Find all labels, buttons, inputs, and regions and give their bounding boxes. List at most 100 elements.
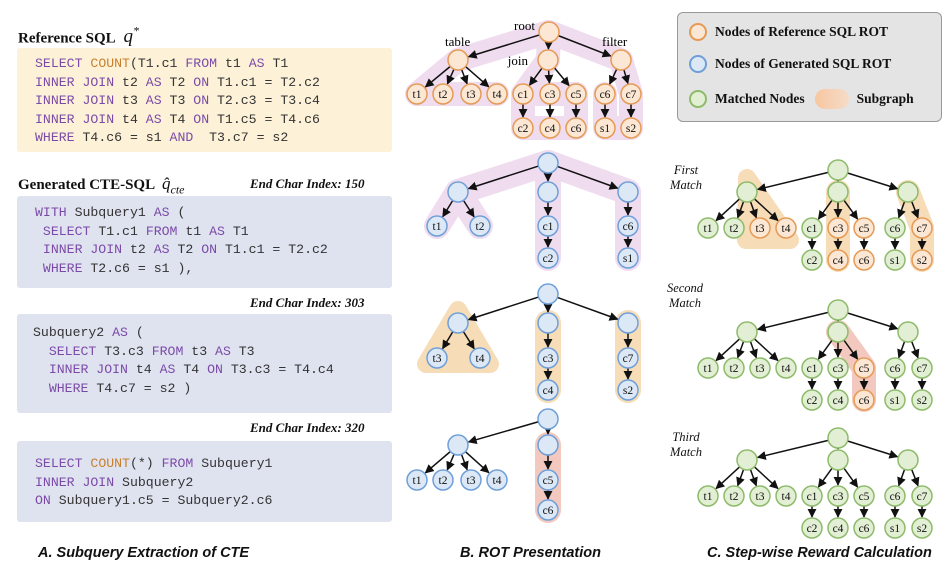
code-line: INNER JOIN t2 AS T2 ON T1.c1 = T2.c2 [35, 242, 328, 257]
code-line: SELECT COUNT(*) FROM Subquery1 [35, 456, 273, 471]
c-second-match-c1 [801, 357, 823, 379]
b-sq2-c4 [537, 379, 559, 401]
c-third-match-t1 [697, 485, 719, 507]
filter-label: filter [602, 34, 628, 49]
c-third-match-s2-label: s2 [917, 523, 927, 535]
c-third-match-edge-join [817, 467, 833, 488]
c-second-match-t4-label: t4 [782, 363, 791, 375]
c-third-match-c5-label: c5 [859, 491, 870, 503]
c-first-match-edge-table [749, 201, 758, 219]
b-edge-main-table [464, 451, 490, 474]
b-ref-s1-label: s1 [600, 123, 610, 135]
b-ref-t4 [486, 83, 508, 105]
c-first-match-edge-filter [910, 201, 920, 219]
b-main-c6-label: c6 [543, 505, 554, 517]
b-ref-c4-label: c4 [545, 123, 556, 135]
b-edge-join [553, 67, 570, 87]
b-edge-table [424, 65, 451, 88]
code-line: INNER JOIN t2 AS T2 ON T1.c1 = T2.c2 [35, 74, 320, 90]
b-sq1-c1-label: c1 [543, 221, 554, 233]
b-sq1-t2 [469, 215, 491, 237]
end-char-index-320: End Char Index: 320 [250, 420, 365, 435]
b-ref-c3-label: c3 [545, 89, 556, 101]
b-sq2-inner-node [537, 283, 559, 305]
b-sq2-t3 [426, 347, 448, 369]
b-edge-main-table [460, 454, 469, 471]
generated-symbol-q: q̂ [162, 174, 171, 193]
b-main-c6 [537, 499, 559, 521]
code-line: WHERE T4.c7 = s2 ) [33, 380, 192, 396]
b-ref-join-node [537, 49, 559, 71]
c-third-match-c6 [853, 517, 875, 539]
legend-subgraph-swatch-icon [814, 89, 849, 109]
c-second-match-inner-node [827, 321, 849, 343]
reference-sql-title: Reference SQL q* [18, 24, 139, 48]
b-sq1-inner-node [537, 181, 559, 203]
c-first-match-edge-root [756, 171, 829, 192]
c-second-match-c2 [801, 389, 823, 411]
end-char-index-303: End Char Index: 303 [250, 295, 365, 310]
c-third-match-f-c7 [911, 485, 933, 507]
b-edge-sq2 [462, 331, 475, 350]
b-ref-t1-label: t1 [413, 89, 422, 101]
b-sq2-c4-label: c4 [543, 385, 554, 397]
b-sq2-inner-node [537, 312, 559, 334]
c-third-match-c4 [827, 517, 849, 539]
c-first-match-edge-join [843, 199, 859, 220]
reference-symbol-star: * [133, 24, 140, 38]
second-match-label: Second Match [658, 281, 712, 311]
join-label: join [507, 53, 529, 68]
b-sq1-inner-node [617, 181, 639, 203]
b-ref-c6 [565, 117, 587, 139]
subquery2-code: Subquery2 AS ( SELECT T3.c3 FROM t3 AS T… [33, 324, 334, 398]
code-line: ON Subquery1.c5 = Subquery2.c6 [35, 493, 273, 508]
first-match-label: First Match [662, 163, 710, 193]
table-label: table [445, 34, 470, 49]
c-second-match-f-c7 [911, 357, 933, 379]
c-third-match-s2 [911, 517, 933, 539]
c-second-match-s2 [911, 389, 933, 411]
c-first-match-t2 [723, 217, 745, 239]
c-first-match-f-c6-label: c6 [890, 223, 901, 235]
b-main-t1 [406, 469, 428, 491]
c-second-match-c6-label: c6 [859, 395, 870, 407]
b-sq1-s1 [617, 247, 639, 269]
generated-symbol-cte: cte [170, 182, 185, 197]
c-first-match-t3 [749, 217, 771, 239]
b-ref-t2 [432, 83, 454, 105]
c-first-match-f-c7 [911, 217, 933, 239]
c-second-match-f-c6 [884, 357, 906, 379]
c-third-match-edge-root [847, 440, 899, 459]
generated-symbol: q̂cte [162, 174, 185, 197]
c-first-match-c2-label: c2 [807, 255, 818, 267]
c-second-match-f-c6-label: c6 [890, 363, 901, 375]
legend-gen-text: Nodes of Generated SQL ROT [715, 56, 892, 71]
c-first-match-c5-label: c5 [859, 223, 870, 235]
c-third-match-c5 [853, 485, 875, 507]
c-first-match-c1-label: c1 [807, 223, 818, 235]
c-third-match-c4-label: c4 [833, 523, 844, 535]
b-edge-sq2-root [557, 296, 619, 321]
b-ref-t3 [460, 83, 482, 105]
code-line: WHERE T2.c6 = s1 ), [35, 260, 194, 276]
b-edge-sq2 [442, 331, 454, 350]
legend-ref-circle-icon [689, 23, 707, 41]
b-ref-s2 [620, 117, 642, 139]
b-edge-sq1-root [467, 165, 539, 191]
c-second-match-c3 [827, 357, 849, 379]
c-first-match-f-c6 [884, 217, 906, 239]
code-line: INNER JOIN t4 AS T4 ON T3.c3 = T4.c4 [33, 362, 334, 377]
c-first-match-c1 [801, 217, 823, 239]
c-third-match-f-c6-label: c6 [890, 491, 901, 503]
c-first-match-t1-label: t1 [704, 223, 713, 235]
c-first-match-inner-node [897, 181, 919, 203]
code-line: WHERE T4.c6 = s1 AND T3.c7 = s2 [35, 130, 289, 145]
c-second-match-edge-filter [897, 341, 906, 359]
c-first-match-c4-label: c4 [833, 255, 844, 267]
subquery2-box: Subquery2 AS ( SELECT T3.c3 FROM t3 AS T… [17, 314, 392, 413]
c-second-match-t3-label: t3 [756, 363, 765, 375]
b-main-t4 [486, 469, 508, 491]
c-first-match-s2-label: s2 [917, 255, 927, 267]
caption-c: C. Step-wise Reward Calculation [707, 545, 932, 561]
